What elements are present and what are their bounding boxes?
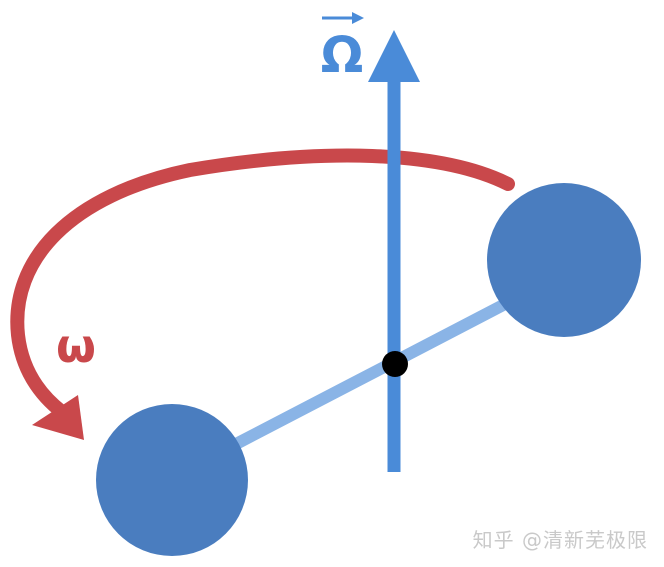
mass-left	[96, 404, 248, 556]
omega-vector-label: Ω	[321, 12, 364, 84]
rotation-arrowhead	[32, 395, 84, 440]
mass-right	[487, 183, 641, 337]
pivot-point	[382, 351, 408, 377]
rotation-arc	[10, 148, 515, 419]
omega-small-text: ω	[56, 319, 96, 373]
axis-arrowhead	[368, 30, 420, 82]
omega-capital-text: Ω	[321, 26, 364, 84]
watermark: 知乎 @清新芜极限	[472, 528, 648, 552]
